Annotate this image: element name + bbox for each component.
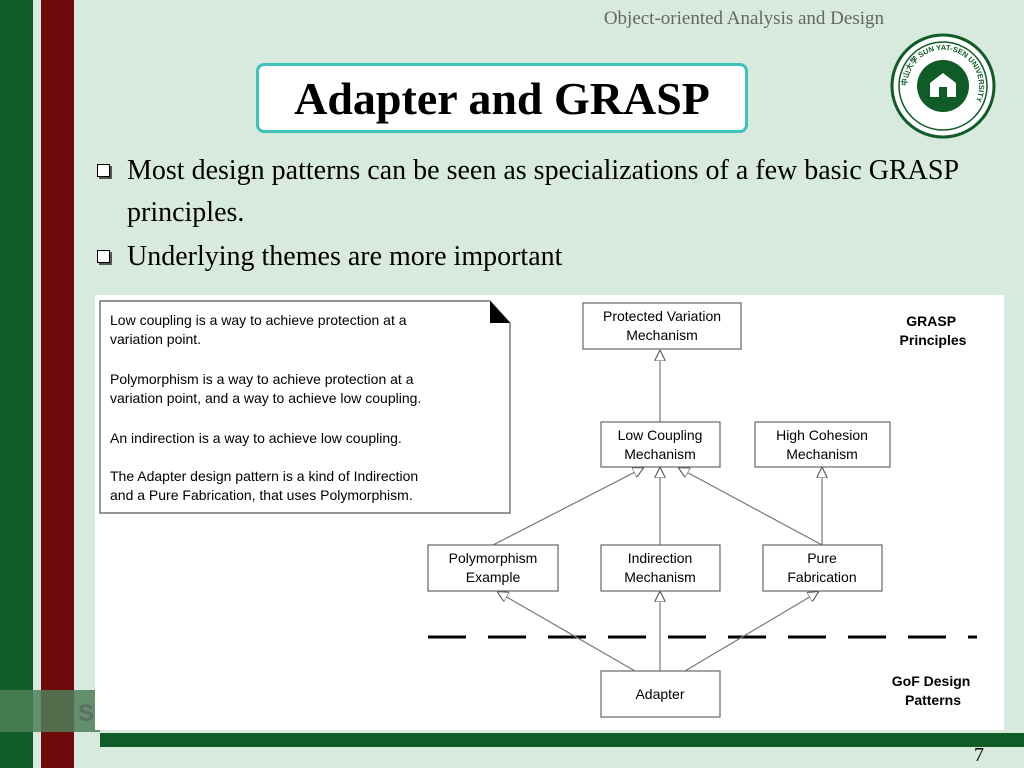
note-line: variation point, and a way to achieve lo… xyxy=(110,390,421,406)
note-line: Polymorphism is a way to achieve protect… xyxy=(110,371,414,387)
bullet-square-icon xyxy=(97,164,110,177)
note-line: Low coupling is a way to achieve protect… xyxy=(110,312,407,328)
bullet-square-icon xyxy=(97,250,110,263)
bullet-text: Most design patterns can be seen as spec… xyxy=(127,155,958,228)
left-red-bar xyxy=(41,0,74,768)
bullet-list: Most design patterns can be seen as spec… xyxy=(95,150,975,280)
arrow-purefab-to-lowcoupling xyxy=(679,468,823,546)
arrow-adapter-to-polymorphism xyxy=(498,592,636,672)
note-line: An indirection is a way to achieve low c… xyxy=(110,430,402,446)
gof-label: GoF Design Patterns xyxy=(892,673,974,708)
slide-title: Adapter and GRASP xyxy=(294,72,710,124)
arrow-adapter-to-purefab xyxy=(684,592,818,672)
arrow-polymorphism-to-lowcoupling xyxy=(492,468,643,546)
bottom-left-band xyxy=(0,690,100,732)
left-green-bar xyxy=(0,0,33,768)
diagram-svg: Low coupling is a way to achieve protect… xyxy=(99,300,977,718)
page-number: 7 xyxy=(974,744,984,766)
explanation-note: Low coupling is a way to achieve protect… xyxy=(99,300,511,514)
grasp-diagram: Low coupling is a way to achieve protect… xyxy=(95,295,1004,730)
left-bar-gap xyxy=(33,0,41,768)
bullet-text: Underlying themes are more important xyxy=(127,241,563,272)
bullet-item: Most design patterns can be seen as spec… xyxy=(95,150,975,234)
note-line: The Adapter design pattern is a kind of … xyxy=(110,468,418,484)
bullet-item: Underlying themes are more important xyxy=(95,236,975,278)
university-logo: 中山大学 SUN YAT-SEN UNIVERSITY xyxy=(890,33,996,139)
grasp-label: GRASP Principles xyxy=(900,313,967,348)
bottom-green-rule xyxy=(100,733,1024,747)
note-line: variation point. xyxy=(110,331,201,347)
bottom-letter: S xyxy=(78,700,95,727)
svg-text:Low coupling is a way to achie: Low coupling is a way to achieve protect… xyxy=(110,312,425,503)
svg-text:Adapter: Adapter xyxy=(635,686,684,702)
note-line: and a Pure Fabrication, that uses Polymo… xyxy=(110,487,413,503)
course-title: Object-oriented Analysis and Design xyxy=(603,8,884,29)
slide-title-box: Adapter and GRASP xyxy=(256,63,748,133)
node-adapter: Adapter xyxy=(600,670,721,718)
